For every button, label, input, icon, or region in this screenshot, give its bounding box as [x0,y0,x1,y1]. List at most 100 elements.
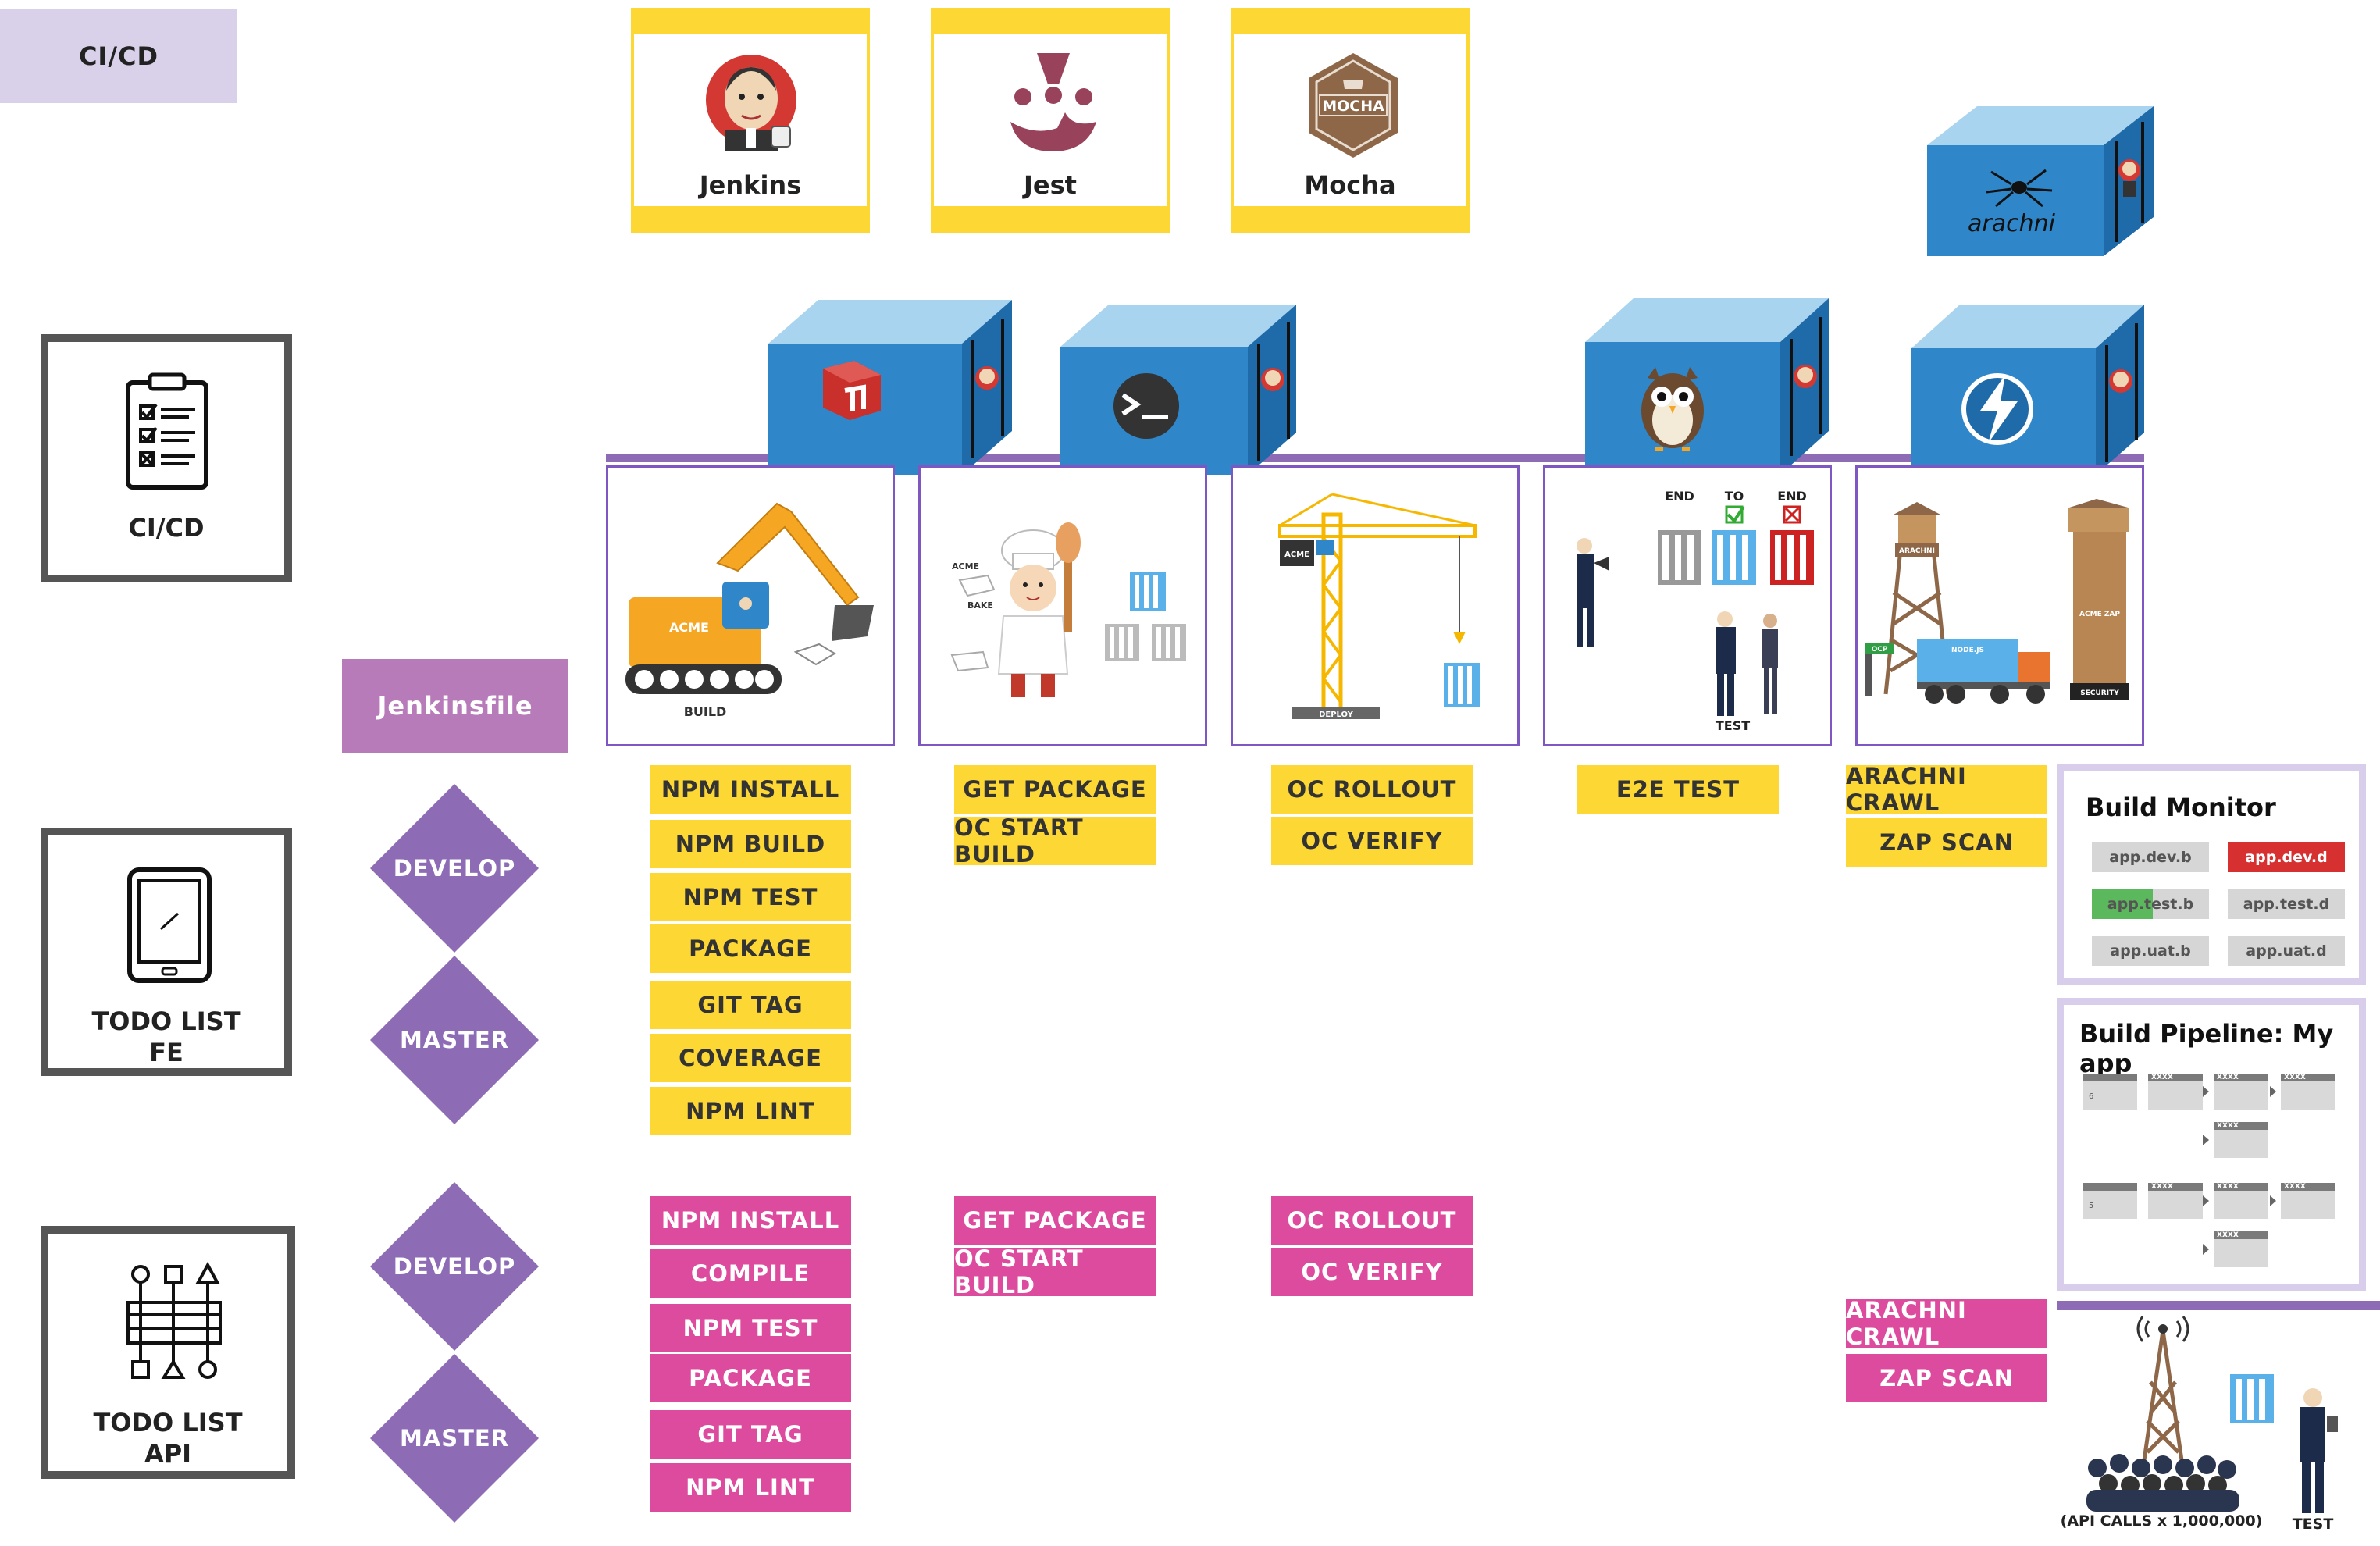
stage-cubes [606,298,2144,475]
fe-build-step-1: NPM INSTALL [650,765,851,814]
pipeline-divider [2057,1301,2380,1310]
api-calls-caption: (API CALLS x 1,000,000) [2061,1512,2263,1530]
fe-build-step-7: NPM LINT [650,1087,851,1135]
api-security-step-1: ARACHNI CRAWL [1846,1297,2047,1350]
arachni-tower-label: ARACHNI [1899,547,1935,555]
build-monitor-cell[interactable]: app.dev.d [2228,842,2345,872]
fe-bake-step-1: GET PACKAGE [954,765,1156,814]
stage-bake: ACME BAKE [918,465,1207,746]
pipeline-stage-cell[interactable]: XXXX [2214,1074,2268,1110]
jenkins-card: Jenkins [631,8,870,233]
arachni-container-cube: arachni [1927,106,2154,256]
security-towers-icon: ARACHNI OCP NODE.JS ACME ZAP SECURITY [1865,499,2131,704]
radio-tower-icon [2136,1316,2189,1461]
test-end2-label: END [1777,489,1807,504]
crowd-icon [2086,1454,2239,1512]
fe-security-step-1: ARACHNI CRAWL [1846,763,2047,816]
testing-icon: END TO END TEST [1577,489,1814,733]
pipeline-cell-label: XXXX [2217,1231,2239,1239]
fe-master-diamond: MASTER [370,956,539,1124]
todo-fe-panel: TODO LIST FE [41,828,292,1076]
bake-label: BAKE [967,600,993,611]
tablet-icon [127,867,212,983]
cube-owl [1585,298,1829,475]
api-load-illustration: (API CALLS x 1,000,000) TEST [2061,1316,2338,1533]
api-security-step-2: ZAP SCAN [1846,1354,2047,1402]
build-monitor-cell[interactable]: app.uat.d [2228,936,2345,966]
openshift-icon [823,361,881,420]
build-monitor-title: Build Monitor [2086,793,2276,822]
pipeline-stage-cell[interactable]: XXXX [2148,1183,2203,1219]
cicd-panel-label: CI/CD [128,513,205,543]
stage-test: END TO END TEST [1543,465,1832,746]
deploy-caption: DEPLOY [1319,711,1354,719]
test-end1-label: END [1665,489,1694,504]
container-api-icon [2230,1374,2274,1423]
test-to-label: TO [1725,489,1744,504]
api-build-step-5: GIT TAG [650,1410,851,1459]
pipeline-cell-label: XXXX [2217,1074,2239,1081]
stage-build: ACME BUILD [606,465,895,746]
cicd-panel: CI/CD [41,334,292,582]
build-pipeline-panel: Build Pipeline: My app 6 XXXX XXXX XXXX … [2057,998,2366,1291]
security-caption: SECURITY [2080,689,2119,697]
api-build-step-1: NPM INSTALL [650,1196,851,1245]
arachni-logo-text: arachni [1968,210,2056,237]
truck-label: NODE.JS [1951,647,1984,654]
cicd-tag: CI/CD [0,9,237,103]
pipeline-cell-label: XXXX [2151,1074,2173,1081]
fe-deploy-step-1: OC ROLLOUT [1271,765,1473,814]
pipeline-run-cell[interactable]: 5 [2082,1183,2137,1219]
build-monitor-cell[interactable]: app.dev.b [2092,842,2209,872]
jenkins-logo-icon [706,55,796,151]
fe-build-step-2: NPM BUILD [650,820,851,868]
excavator-icon: ACME BUILD [625,502,874,719]
api-develop-diamond: DEVELOP [370,1182,539,1351]
pipeline-cell-label: XXXX [2284,1183,2306,1191]
api-bake-step-2: OC START BUILD [954,1245,1156,1298]
pipeline-run-cell[interactable]: 6 [2082,1074,2137,1110]
build-pipeline-title: Build Pipeline: My app [2079,1019,2334,1078]
pipeline-stage-cell[interactable]: XXXX [2214,1122,2268,1158]
tester-person-icon [2300,1388,2338,1513]
zap-tower-label: ACME ZAP [2079,611,2120,618]
fe-build-step-5: GIT TAG [650,981,851,1029]
excavator-label: ACME [669,620,709,635]
build-monitor-cell[interactable]: app.uat.b [2092,936,2209,966]
api-deploy-step-2: OC VERIFY [1271,1248,1473,1296]
pipeline-cell-label: XXXX [2217,1183,2239,1191]
build-monitor-cell[interactable]: app.test.b [2092,889,2209,919]
mocha-logo-icon: MOCHA [1309,53,1398,158]
pipeline-cell-label: XXXX [2151,1183,2173,1191]
build-monitor-panel: Build Monitor app.dev.b app.dev.d app.te… [2057,764,2366,985]
fe-develop-diamond: DEVELOP [370,784,539,953]
jest-logo-icon [1010,53,1096,151]
todo-api-panel: TODO LIST API [41,1226,295,1479]
fe-deploy-step-2: OC VERIFY [1271,817,1473,865]
bake-acme-label: ACME [952,561,979,572]
pipeline-cell-label: XXXX [2217,1122,2239,1130]
pipeline-run-number: 6 [2089,1092,2094,1101]
todo-fe-label-2: FE [149,1038,183,1067]
todo-api-label-2: API [144,1439,192,1469]
fe-build-step-4: PACKAGE [650,924,851,973]
pipeline-stage-cell[interactable]: XXXX [2148,1074,2203,1110]
cube-zap [1911,305,2144,475]
pipeline-cell-label: XXXX [2284,1074,2306,1081]
terminal-icon [1113,373,1179,439]
fe-bake-step-2: OC START BUILD [954,814,1156,867]
build-caption: BUILD [684,704,727,719]
baker-icon: ACME BAKE [950,522,1186,697]
build-monitor-cell[interactable]: app.test.d [2228,889,2345,919]
pipeline-stage-cell[interactable]: XXXX [2214,1231,2268,1267]
stage-deploy: ACME DEPLOY [1231,465,1520,746]
cube-terminal [1060,305,1296,475]
owl-icon [1641,367,1704,451]
api-bake-step-1: GET PACKAGE [954,1196,1156,1245]
pipeline-stage-cell[interactable]: XXXX [2214,1183,2268,1219]
mocha-card: MOCHA Mocha [1231,8,1470,233]
pipeline-stage-cell[interactable]: XXXX [2281,1183,2335,1219]
pipeline-stage-cell[interactable]: XXXX [2281,1074,2335,1110]
jenkins-mini-icon [2115,122,2144,242]
mocha-logo-text: MOCHA [1322,98,1384,115]
